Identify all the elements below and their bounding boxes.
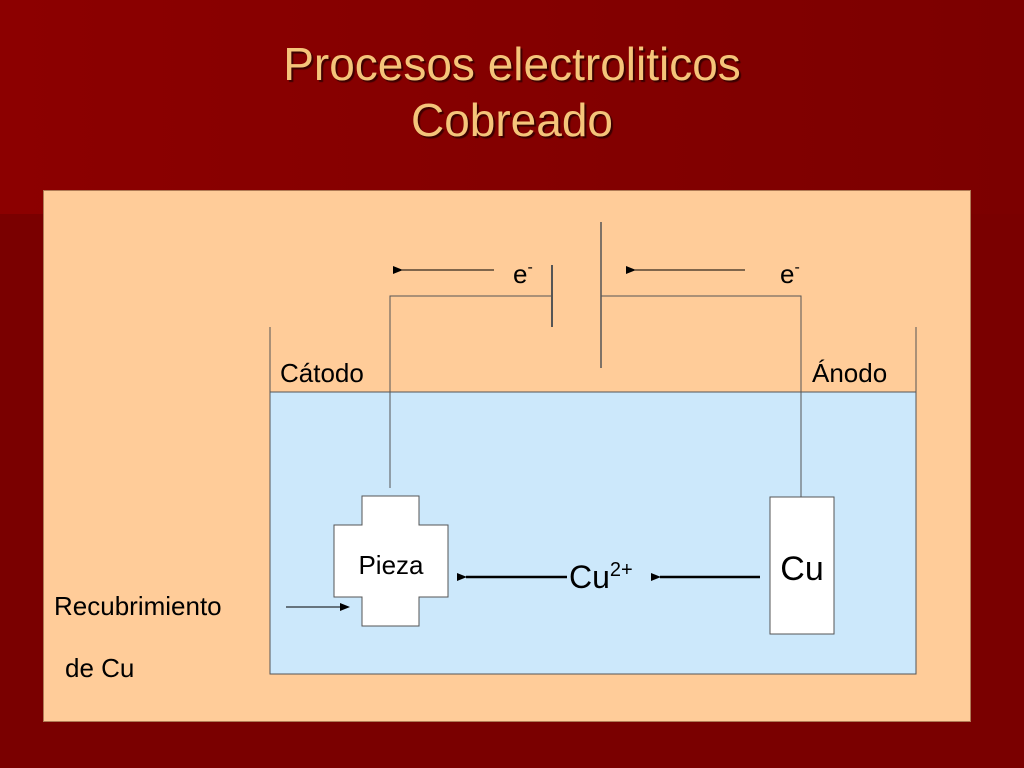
copper-anode-label: Cu (780, 550, 823, 588)
workpiece-label: Pieza (358, 550, 424, 580)
slide-background-band (0, 0, 1024, 214)
slide-title: Procesos electroliticos Cobreado (0, 36, 1024, 148)
title-line-1: Procesos electroliticos (283, 38, 741, 90)
cathode-label: Cátodo (280, 358, 364, 388)
anode-label: Ánodo (812, 358, 887, 388)
cathode-wire (389, 295, 552, 488)
copper-anode-electrode (769, 496, 835, 635)
title-line-2: Cobreado (410, 94, 614, 146)
electron-label-right: e- (780, 259, 800, 289)
coating-pointer-arrowhead (340, 603, 350, 611)
copper-ion-label: Cu2+ (569, 559, 633, 595)
coating-label-line-2: de Cu (65, 653, 134, 683)
electron-label-left: e- (513, 259, 533, 289)
anode-wire (601, 295, 802, 497)
workpiece-cathode (333, 495, 449, 627)
coating-label-line-1: Recubrimiento (54, 591, 222, 621)
